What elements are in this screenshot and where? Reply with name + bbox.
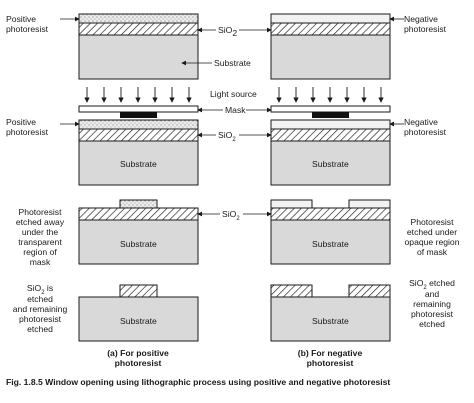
substrate-label: Substrate: [120, 316, 157, 326]
light-rays-left: [84, 87, 192, 103]
svg-text:etched: etched: [27, 294, 53, 304]
sio2-layer: [270, 128, 391, 142]
positive-photoresist-layer: [78, 13, 199, 24]
sio2-layer: [78, 207, 199, 221]
svg-text:SiO2 is: SiO2 is: [27, 283, 53, 296]
mask-label: Mask: [225, 105, 246, 115]
substrate-layer: [270, 34, 391, 80]
negative-etch-note: SiO2 etched and remaining photoresist et…: [409, 278, 455, 329]
svg-text:mask: mask: [30, 257, 51, 267]
caption-b: photoresist: [307, 358, 354, 368]
remaining-photoresist: [119, 199, 158, 209]
substrate-label: Substrate: [214, 58, 251, 68]
substrate-label: Substrate: [312, 239, 349, 249]
svg-text:etched away: etched away: [16, 217, 65, 227]
svg-text:and: and: [425, 289, 440, 299]
svg-text:photoresist: photoresist: [411, 309, 454, 319]
svg-text:transparent: transparent: [18, 237, 62, 247]
sio2-label: SiO2: [222, 209, 240, 222]
svg-text:Photoresist: Photoresist: [411, 217, 455, 227]
light-rays-right: [276, 87, 384, 103]
svg-text:Photoresist: Photoresist: [19, 207, 63, 217]
negative-photoresist-label: Negative: [404, 117, 438, 127]
substrate-layer: [78, 140, 199, 186]
substrate-label: Substrate: [312, 159, 349, 169]
stage-3-develop: Substrate Substrate SiO2 Photoresist etc…: [16, 199, 460, 267]
sio2-label: SiO2: [218, 130, 236, 143]
mask-opaque-region: [120, 112, 157, 118]
negative-photoresist-label: photoresist: [404, 24, 447, 34]
svg-text:opaque region: opaque region: [405, 237, 460, 247]
substrate-layer: [78, 296, 199, 342]
substrate-layer: [270, 219, 391, 265]
substrate-label: Substrate: [120, 159, 157, 169]
positive-photoresist-label: Positive: [6, 14, 36, 24]
svg-text:SiO2 etched: SiO2 etched: [409, 278, 455, 291]
stage-2-exposure: Light source Mask Substrate Substrate Po…: [6, 87, 447, 186]
negative-photoresist-label: photoresist: [404, 127, 447, 137]
sio2-layer: [270, 207, 391, 221]
negative-photoresist-layer: [270, 13, 391, 24]
substrate-layer: [270, 140, 391, 186]
svg-text:under the: under the: [22, 227, 59, 237]
caption-a: photoresist: [115, 358, 162, 368]
substrate-label: Substrate: [120, 239, 157, 249]
svg-text:of mask: of mask: [417, 247, 448, 257]
positive-photoresist-label: photoresist: [6, 127, 49, 137]
svg-text:region of: region of: [23, 247, 57, 257]
positive-photoresist-layer: [78, 119, 199, 130]
positive-photoresist-label: Positive: [6, 117, 36, 127]
svg-text:etched: etched: [419, 319, 445, 329]
negative-photoresist-layer: [270, 119, 391, 130]
light-source-label: Light source: [210, 89, 257, 99]
stage-4-etch: Substrate Substrate SiO2 is etched and r…: [13, 278, 455, 342]
mask-opaque-region: [312, 112, 349, 118]
positive-photoresist-label: photoresist: [6, 24, 49, 34]
remaining-photoresist: [270, 199, 313, 209]
substrate-label: Substrate: [312, 316, 349, 326]
negative-photoresist-label: Negative: [404, 14, 438, 24]
svg-text:photoresist: photoresist: [19, 314, 62, 324]
remaining-sio2: [348, 284, 391, 298]
substrate-layer: [78, 219, 199, 265]
sio2-layer: [78, 22, 199, 36]
sio2-layer: [78, 128, 199, 142]
positive-etch-note: SiO2 is etched and remaining photoresist…: [13, 283, 68, 334]
svg-text:etched under: etched under: [407, 227, 457, 237]
remaining-sio2: [270, 284, 313, 298]
mask: [270, 105, 391, 113]
svg-text:etched: etched: [27, 324, 53, 334]
substrate-layer: [78, 34, 199, 80]
positive-develop-note: Photoresist etched away under the transp…: [16, 207, 65, 267]
sio2-label: SiO2: [218, 25, 237, 38]
caption-a: (a) For positive: [107, 348, 169, 358]
figure-caption: Fig. 1.8.5 Window opening using lithogra…: [6, 377, 390, 387]
svg-text:remaining: remaining: [413, 299, 451, 309]
remaining-photoresist: [348, 199, 391, 209]
negative-develop-note: Photoresist etched under opaque region o…: [405, 217, 460, 257]
stage-1-initial: Positive photoresist SiO2 Negative photo…: [6, 13, 447, 80]
substrate-layer: [270, 296, 391, 342]
caption-b: (b) For negative: [298, 348, 363, 358]
mask: [78, 105, 199, 113]
remaining-sio2: [119, 284, 158, 298]
svg-text:and remaining: and remaining: [13, 304, 68, 314]
sio2-layer: [270, 22, 391, 36]
